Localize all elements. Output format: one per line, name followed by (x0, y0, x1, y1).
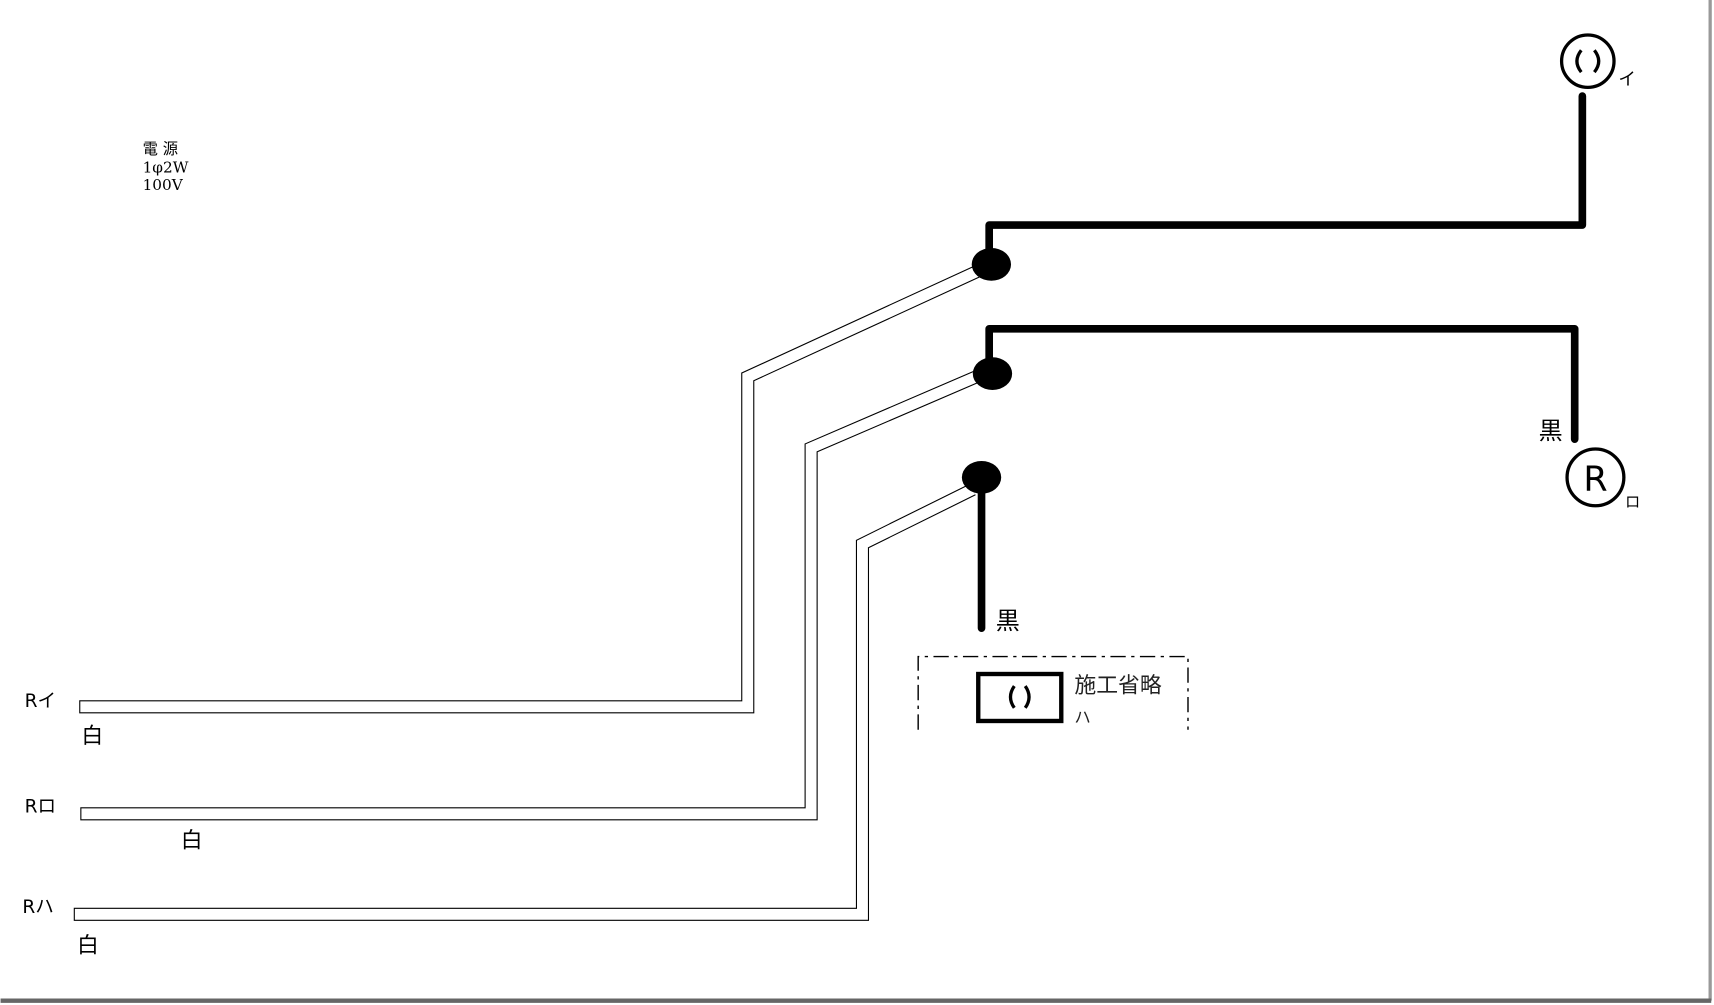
white-wire-label: 白 (77, 934, 99, 959)
black-wire-label: 黒 (1539, 417, 1563, 445)
outlet-label-r-ha: Rハ (22, 897, 53, 918)
power-source-voltage: 100V (143, 176, 184, 194)
lamp-ro-symbol: R (1583, 459, 1607, 499)
omitted-text: 施工省略 (1074, 674, 1161, 699)
black-wire-label: 黒 (996, 607, 1020, 635)
junction-dot (972, 357, 1013, 390)
power-source-phase: 1φ2W (143, 159, 189, 177)
white-wire-ha (73, 483, 976, 921)
lamp-symbol-icon (1008, 685, 1031, 709)
lamp-circle-icon (1559, 33, 1616, 90)
outlet-label-r-ro: Rロ (25, 797, 56, 818)
dashed-boundary (917, 655, 1189, 730)
lamp-ro-label: ロ (1625, 493, 1640, 511)
lamp-i: イ (1559, 33, 1636, 90)
white-wire-ro (80, 370, 979, 821)
junction-dot (961, 460, 1002, 494)
lamp-circle-icon (1565, 447, 1626, 508)
white-wire-i (79, 264, 981, 714)
omitted-area: 施工省略 ハ (917, 655, 1189, 730)
lamp-i-label: イ (1618, 70, 1635, 90)
junction-dot (971, 247, 1012, 281)
lamp-ro: R ロ (1565, 447, 1640, 511)
outlet-label-r-i: Rイ (25, 691, 56, 712)
white-wire-label: 白 (81, 724, 103, 749)
omitted-label: ハ (1074, 708, 1090, 727)
black-wire-lamp-i (985, 92, 1587, 262)
fixture-box-icon (976, 671, 1064, 724)
black-wire-lamp-ro (985, 324, 1579, 443)
lamp-symbol-icon (1575, 49, 1601, 74)
power-source-title: 電 源 (143, 140, 178, 158)
white-wire-label: 白 (181, 829, 203, 854)
